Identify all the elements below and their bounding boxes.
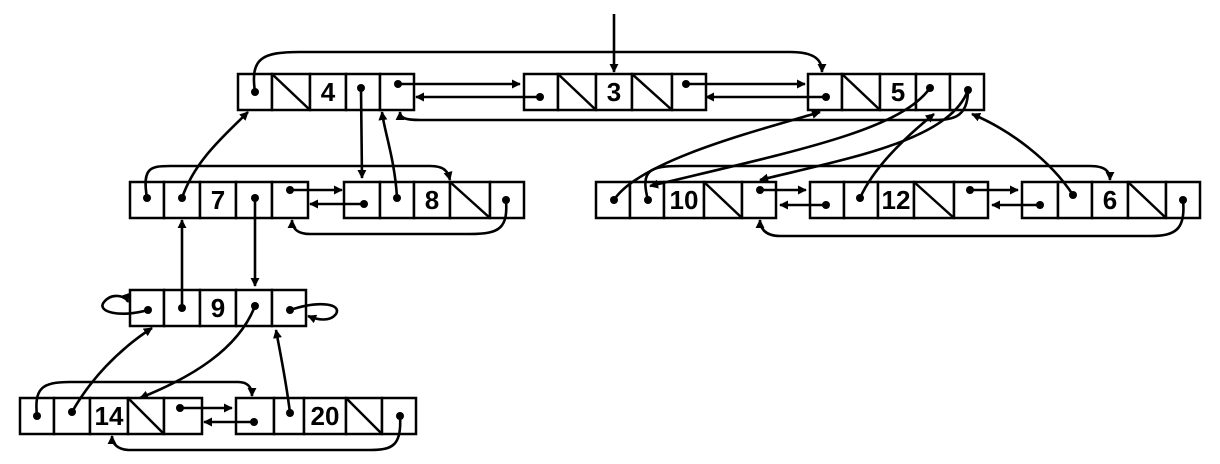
- node-10: 10: [594, 180, 778, 220]
- node-14: 14: [18, 396, 204, 436]
- node-7: 7: [128, 180, 310, 220]
- node-3-key: 3: [607, 77, 621, 107]
- node-8-key: 8: [425, 185, 439, 215]
- node-4-right-cell: [378, 72, 416, 112]
- node-14-key: 14: [95, 401, 124, 431]
- node-12: 12: [808, 180, 990, 220]
- node-10-key: 10: [670, 185, 699, 215]
- node-9: 9: [128, 288, 308, 328]
- node-4-key: 4: [321, 77, 336, 107]
- node-5-key: 5: [891, 77, 905, 107]
- node-3: 3: [522, 72, 708, 112]
- node-5: 5: [806, 72, 986, 112]
- node-4: 4: [236, 72, 416, 112]
- node-9-key: 9: [211, 293, 225, 323]
- pointer-arrows: [35, 50, 1185, 452]
- node-8: 8: [342, 180, 526, 220]
- node-6: 6: [1020, 180, 1202, 220]
- node-4-key-cell: [308, 72, 348, 112]
- node-12-key: 12: [882, 185, 911, 215]
- node-4-left-cell: [344, 72, 382, 112]
- node-20-key: 20: [311, 401, 340, 431]
- node-20: 20: [234, 396, 418, 436]
- node-6-key: 6: [1103, 185, 1117, 215]
- node-7-key: 7: [211, 185, 225, 215]
